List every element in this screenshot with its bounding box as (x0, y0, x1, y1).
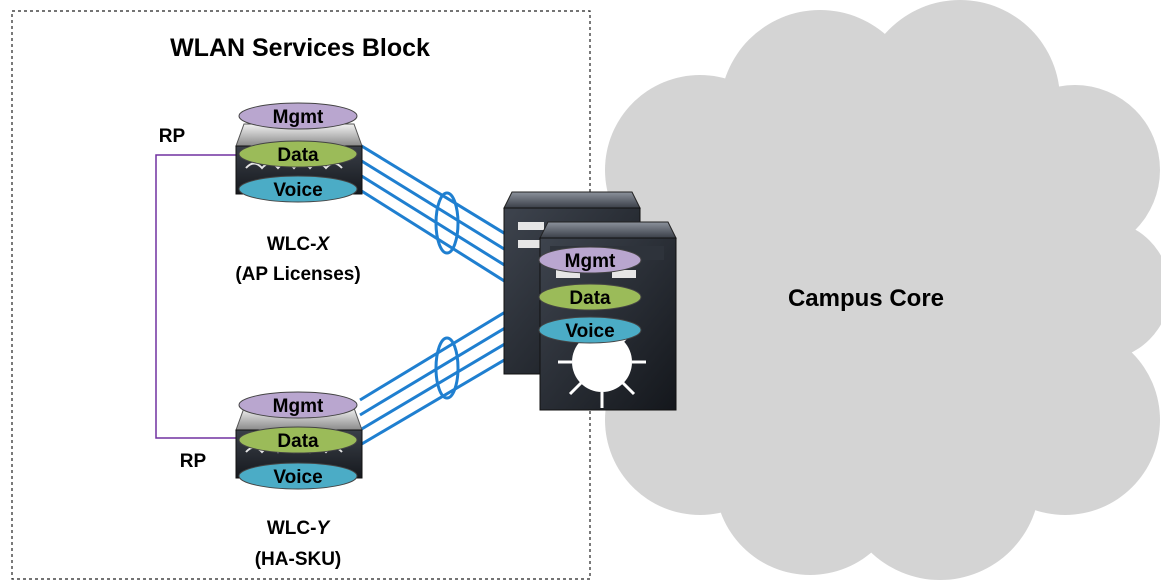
wlc-x-subtitle: (AP Licenses) (235, 264, 360, 285)
core-voice-vlan (538, 316, 642, 344)
rp-label-top: RP (159, 126, 186, 147)
wlc-y-subtitle: (HA-SKU) (255, 549, 342, 570)
rp-link (155, 154, 238, 439)
wlc-y-data-vlan (238, 426, 358, 454)
core-mgmt-vlan (538, 246, 642, 274)
rp-label-bottom: RP (180, 451, 207, 472)
wlc-x-name: WLC-X (267, 234, 331, 255)
etherchannel-y (434, 336, 460, 400)
wlc-x-data-label: Data (277, 145, 319, 166)
core-data-label: Data (569, 288, 611, 309)
core-voice-label: Voice (565, 321, 614, 342)
wlc-y-voice-vlan (238, 462, 358, 490)
wlc-x-voice-label: Voice (273, 180, 322, 201)
core-data-vlan (538, 283, 642, 311)
etherchannel-x (434, 191, 460, 255)
wlc-x-mgmt-label: Mgmt (273, 107, 324, 128)
campus-core-label: Campus Core (788, 285, 944, 312)
wlc-x-voice-vlan (238, 175, 358, 203)
wlc-y-voice-label: Voice (273, 467, 322, 488)
wlc-y-mgmt-label: Mgmt (273, 396, 324, 417)
switch-router-symbol-icon (572, 332, 632, 392)
wlc-y-data-label: Data (277, 431, 319, 452)
core-mgmt-label: Mgmt (565, 251, 616, 272)
block-title: WLAN Services Block (170, 34, 430, 62)
wlc-x-data-vlan (238, 140, 358, 168)
wlan-services-block-border (11, 10, 591, 580)
wlc-x-mgmt-vlan (238, 102, 358, 130)
wlc-y-mgmt-vlan (238, 391, 358, 419)
wlc-y-name: WLC-Y (267, 518, 332, 539)
